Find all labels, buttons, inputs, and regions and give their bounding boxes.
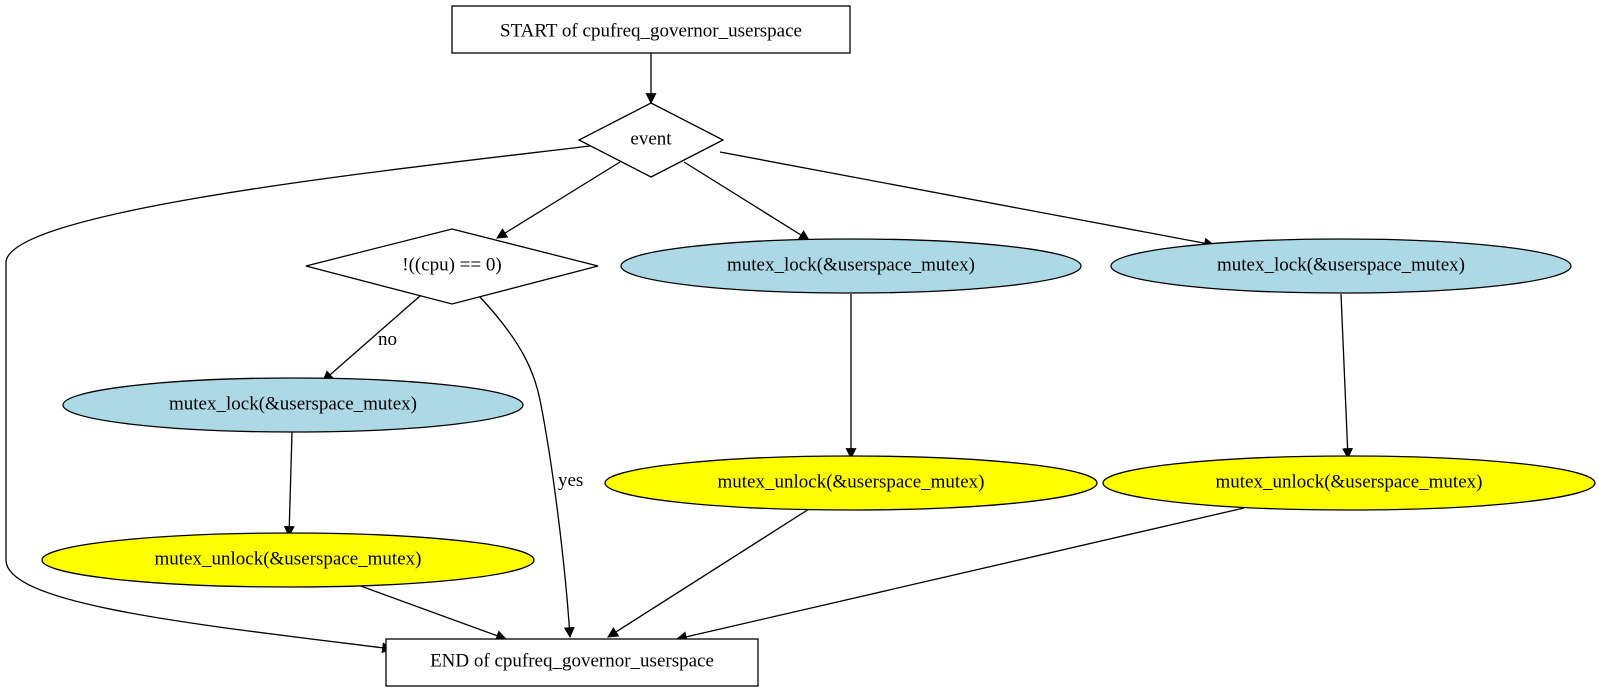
lock-left-label: mutex_lock(&userspace_mutex) — [169, 393, 417, 414]
start-box — [451, 5, 851, 54]
node-unlock-left: mutex_unlock(&userspace_mutex) — [41, 532, 535, 588]
edge-label-no: no — [378, 329, 397, 350]
event-label: event — [630, 128, 672, 149]
edges: no yes — [5, 53, 1354, 654]
lock-mid-label: mutex_lock(&userspace_mutex) — [727, 254, 975, 275]
lock-right-label: mutex_lock(&userspace_mutex) — [1217, 254, 1465, 275]
edge-lock-left-to-unlock-left — [283, 431, 295, 538]
unlock-mid-label: mutex_unlock(&userspace_mutex) — [718, 471, 985, 492]
unlock-right-label: mutex_unlock(&userspace_mutex) — [1216, 471, 1483, 492]
edge-unlock-left-to-end — [357, 584, 508, 641]
node-lock-left: mutex_lock(&userspace_mutex) — [62, 377, 524, 433]
edge-event-to-cpu-check — [496, 161, 621, 239]
unlock-right-ellipse — [1102, 455, 1596, 511]
cpu-check-diamond — [305, 228, 599, 305]
node-lock-mid: mutex_lock(&userspace_mutex) — [620, 238, 1082, 294]
node-event: event — [577, 102, 725, 178]
edge-event-to-lock-mid — [683, 161, 810, 241]
node-cpu-check: !((cpu) == 0) — [305, 228, 599, 305]
end-label: END of cpufreq_governor_userspace — [430, 650, 714, 671]
cpu-check-label: !((cpu) == 0) — [402, 254, 502, 275]
edge-unlock-right-to-end — [675, 507, 1245, 643]
edge-cpu-check-yes — [479, 296, 575, 639]
edge-lock-right-to-unlock-right — [1340, 293, 1354, 460]
lock-right-ellipse — [1110, 238, 1572, 294]
lock-left-ellipse — [62, 377, 524, 433]
lock-mid-ellipse — [620, 238, 1082, 294]
edge-event-to-lock-right — [719, 151, 1216, 249]
event-diamond — [577, 102, 725, 178]
unlock-left-label: mutex_unlock(&userspace_mutex) — [155, 548, 422, 569]
edge-event-to-end — [5, 145, 591, 654]
unlock-mid-ellipse — [604, 455, 1098, 511]
edge-label-yes: yes — [558, 470, 583, 491]
unlock-left-ellipse — [41, 532, 535, 588]
start-label: START of cpufreq_governor_userspace — [500, 20, 802, 41]
edge-cpu-check-no — [322, 295, 421, 382]
node-unlock-mid: mutex_unlock(&userspace_mutex) — [604, 455, 1098, 511]
node-lock-right: mutex_lock(&userspace_mutex) — [1110, 238, 1572, 294]
end-box — [385, 638, 759, 687]
node-unlock-right: mutex_unlock(&userspace_mutex) — [1102, 455, 1596, 511]
edge-unlock-mid-to-end — [607, 508, 810, 638]
node-start: START of cpufreq_governor_userspace — [451, 5, 851, 54]
node-end: END of cpufreq_governor_userspace — [385, 638, 759, 687]
